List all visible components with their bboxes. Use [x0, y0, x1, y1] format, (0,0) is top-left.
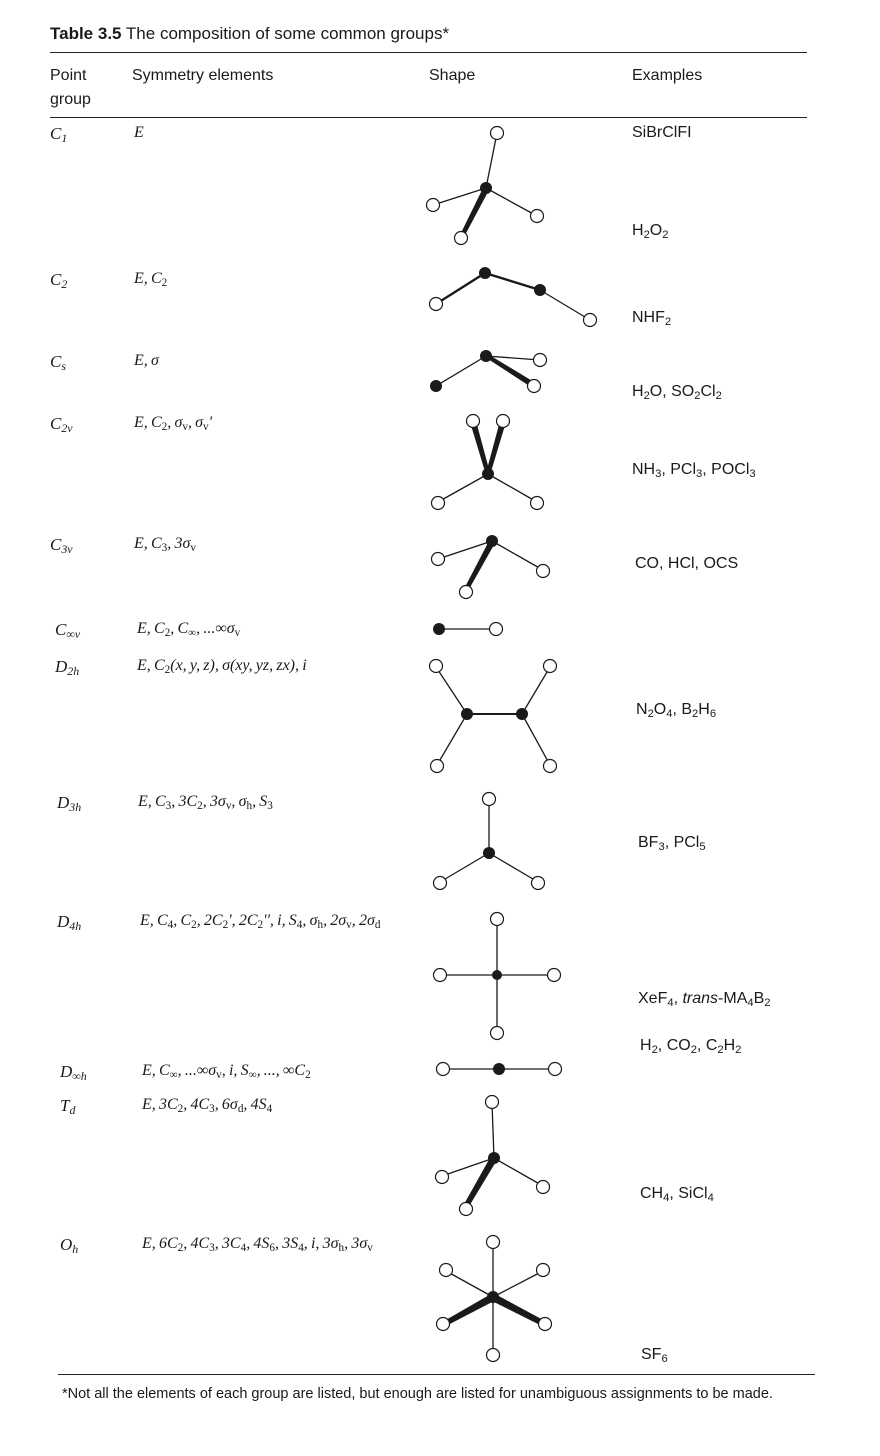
- table-number: Table 3.5: [50, 24, 122, 43]
- symmetry-elements-c1: E: [134, 124, 144, 141]
- point-group-d2h: D2h: [55, 657, 80, 678]
- shape-c1: [425, 125, 545, 246]
- point-group-dinfh: D∞h: [60, 1062, 87, 1083]
- symmetry-elements-td: E, 3C2, 4C3, 6σd, 4S4: [142, 1096, 273, 1115]
- symmetry-elements-cinfv: E, C2, C∞, ...∞σv: [137, 620, 241, 639]
- symmetry-elements-d3h: E, C3, 3C2, 3σv, σh, S3: [138, 793, 273, 812]
- example-c3v: NH3, PCl3, POCl3: [632, 461, 756, 480]
- shape-d4h: [432, 911, 562, 1041]
- header-point-group: Point group: [50, 67, 91, 108]
- point-group-d4h: D4h: [57, 912, 82, 933]
- point-group-c2: C2: [50, 270, 68, 291]
- header-rule: [50, 117, 807, 118]
- shape-oh: [435, 1234, 553, 1363]
- symmetry-elements-oh: E, 6C2, 4C3, 3C4, 4S6, 3S4, i, 3σh, 3σv: [142, 1235, 373, 1254]
- example-d4h: XeF4, trans-MA4B2: [638, 990, 771, 1009]
- table-caption: The composition of some common groups*: [125, 24, 450, 43]
- point-group-td: Td: [60, 1096, 76, 1117]
- example-dinfh: H2, CO2, C2H2: [640, 1037, 742, 1056]
- shape-c2: [428, 267, 598, 328]
- symmetry-elements-cs: E, σ: [134, 352, 159, 369]
- point-group-cinfv: C∞v: [55, 620, 81, 641]
- header-symmetry-elements: Symmetry elements: [132, 67, 274, 84]
- example-d3h: BF3, PCl5: [638, 834, 706, 853]
- shape-c3v: [430, 535, 551, 600]
- example-c2: H2O2: [632, 222, 669, 241]
- symmetry-elements-d2h: E, C2(x, y, z), σ(xy, yz, zx), i: [137, 657, 307, 676]
- example-oh: SF6: [641, 1346, 668, 1365]
- symmetry-elements-c2v: E, C2, σv, σv': [134, 414, 213, 433]
- header-examples: Examples: [632, 67, 703, 84]
- example-c2v: H2O, SO2Cl2: [632, 383, 722, 402]
- shape-td: [434, 1094, 551, 1217]
- table-title: Table 3.5 The composition of some common…: [50, 24, 449, 44]
- table-footnote: *Not all the elements of each group are …: [62, 1386, 773, 1402]
- symmetry-elements-d4h: E, C4, C2, 2C2', 2C2'', i, S4, σh, 2σv, …: [140, 912, 381, 931]
- point-group-cs: Cs: [50, 352, 66, 373]
- point-group-c3v: C3v: [50, 535, 73, 556]
- shape-cinfv: [433, 621, 504, 637]
- point-group-oh: Oh: [60, 1235, 79, 1256]
- symmetry-elements-c3v: E, C3, 3σv: [134, 535, 196, 554]
- example-cinfv: CO, HCl, OCS: [635, 555, 739, 572]
- symmetry-elements-c2: E, C2: [134, 270, 168, 289]
- example-c1: SiBrClFI: [632, 124, 692, 141]
- shape-cs: [430, 350, 548, 394]
- top-rule: [50, 52, 807, 53]
- symmetry-elements-dinfh: E, C∞, ...∞σv, i, S∞, ..., ∞C2: [142, 1062, 311, 1081]
- example-d2h: N2O4, B2H6: [636, 701, 717, 720]
- shape-c2v: [430, 413, 545, 511]
- shape-d3h: [432, 791, 546, 891]
- shape-d2h: [428, 658, 558, 774]
- bottom-rule: [58, 1374, 815, 1375]
- point-group-c1: C1: [50, 124, 68, 145]
- example-td: CH4, SiCl4: [640, 1185, 714, 1204]
- shape-dinfh: [435, 1061, 563, 1077]
- header-shape: Shape: [429, 67, 476, 84]
- example-cs: NHF2: [632, 309, 672, 328]
- point-group-c2v: C2v: [50, 414, 73, 435]
- point-group-d3h: D3h: [57, 793, 82, 814]
